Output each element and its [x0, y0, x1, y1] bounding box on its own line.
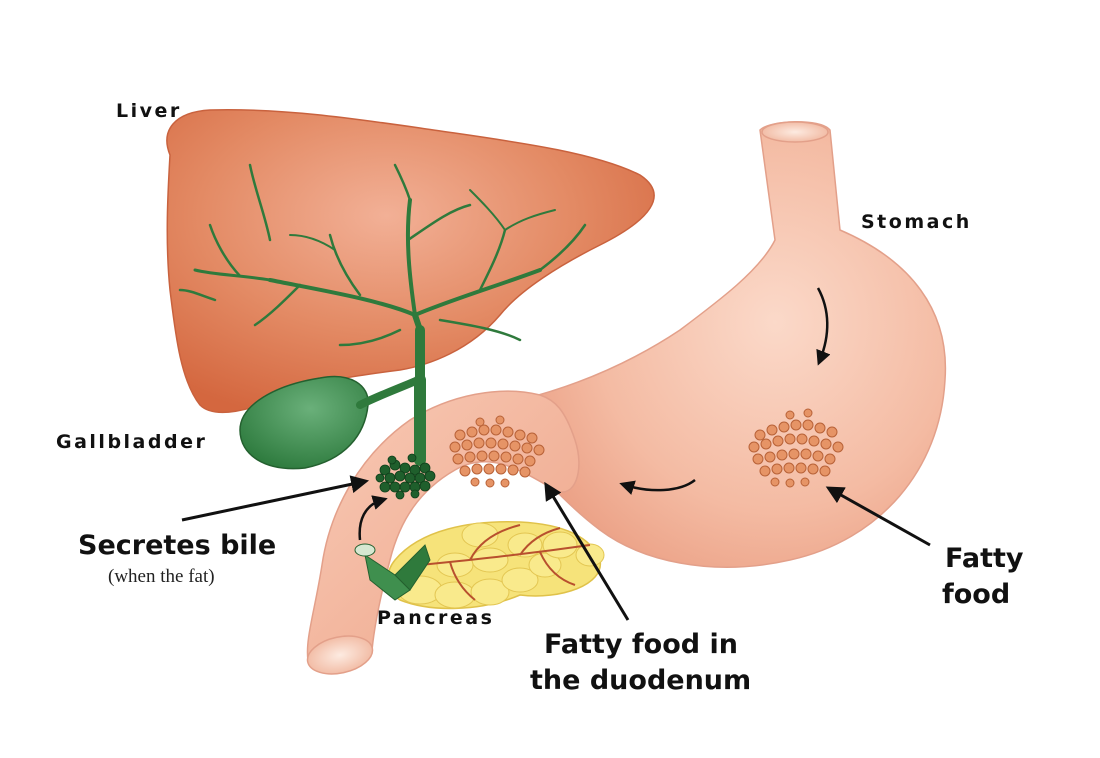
pancreas-illustration: [387, 521, 605, 610]
flow-arrow-bile-up: [358, 495, 388, 541]
fatty-food-duodenum-label-line2: the duodenum: [530, 665, 752, 696]
fat-droplets-stomach: [748, 408, 844, 488]
liver-label: Liver: [116, 100, 182, 122]
bile-duct-tree: [178, 163, 587, 466]
stomach-illustration: [519, 121, 947, 568]
flow-arrow-stomach-down: [816, 287, 831, 366]
secretes-bile-note: (when the fat): [108, 566, 215, 587]
fatty-food-stomach-label-line2: food: [942, 579, 1011, 610]
fatty-food-duodenum-label-line1: Fatty food in: [544, 629, 738, 660]
common-bile-duct: [354, 543, 431, 601]
pancreas-label: Pancreas: [377, 607, 495, 629]
flow-arrow-to-duodenum: [619, 478, 696, 495]
secretes-bile-label: Secretes bile: [78, 530, 277, 561]
pointer-arrow-fatty-food-stomach: [825, 486, 931, 547]
pointer-arrow-secretes-bile: [181, 475, 370, 522]
pointer-arrow-fatty-food-duodenum: [544, 481, 630, 621]
gallbladder-label: Gallbladder: [56, 431, 208, 453]
stomach-label: Stomach: [861, 211, 972, 233]
fatty-food-stomach-label-line1: Fatty: [945, 543, 1024, 574]
arrows: [181, 287, 931, 621]
fat-droplets-duodenum: [449, 415, 545, 488]
bile-droplets: [375, 453, 436, 500]
